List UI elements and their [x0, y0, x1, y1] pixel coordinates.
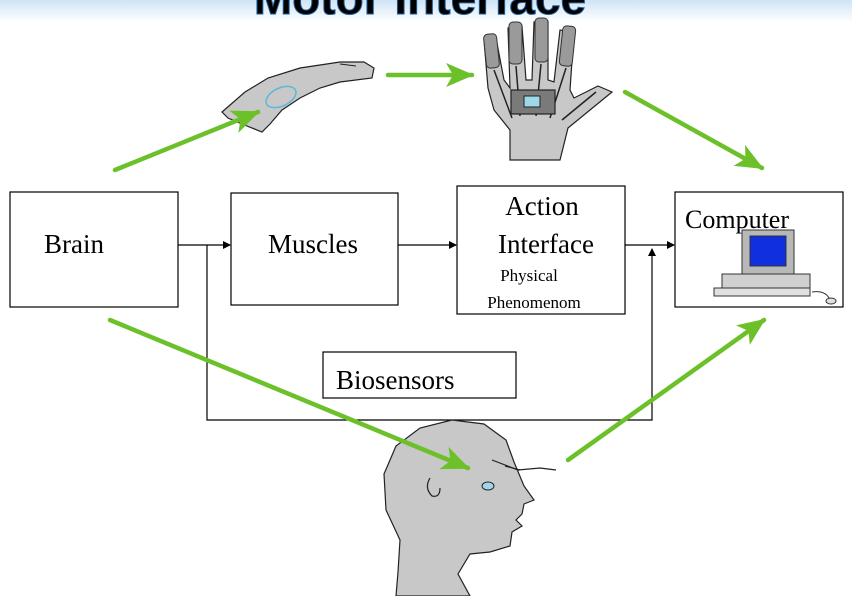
interface-label: Interface: [498, 229, 594, 259]
green-arrow-brain-to-finger: [115, 112, 258, 170]
physical-label: Physical: [500, 266, 558, 285]
phenomenom-label: Phenomenom: [487, 293, 581, 312]
data-glove-hand-icon: [483, 18, 612, 160]
brain-label: Brain: [44, 229, 104, 259]
head-electrode-icon: [384, 420, 556, 596]
green-arrow-head-to-computer: [568, 320, 764, 460]
biosensors-box: Biosensors: [323, 352, 516, 398]
green-arrows: [110, 75, 764, 468]
muscles-box: Muscles: [231, 193, 398, 305]
biosensors-label: Biosensors: [336, 365, 455, 395]
brain-box: Brain: [10, 192, 178, 307]
action-label: Action: [505, 191, 579, 221]
action-interface-box: Action Interface Physical Phenomenom: [457, 186, 625, 314]
muscles-label: Muscles: [268, 229, 358, 259]
finger-icon: [222, 62, 374, 132]
green-arrow-glove-to-computer: [625, 92, 762, 168]
